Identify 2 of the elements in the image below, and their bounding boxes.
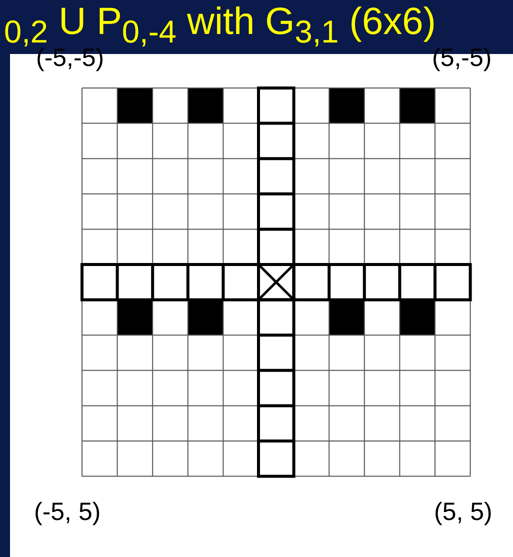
corner-coordinate: (5, 5) xyxy=(434,498,492,527)
corner-coordinate: (-5, 5) xyxy=(34,498,101,527)
